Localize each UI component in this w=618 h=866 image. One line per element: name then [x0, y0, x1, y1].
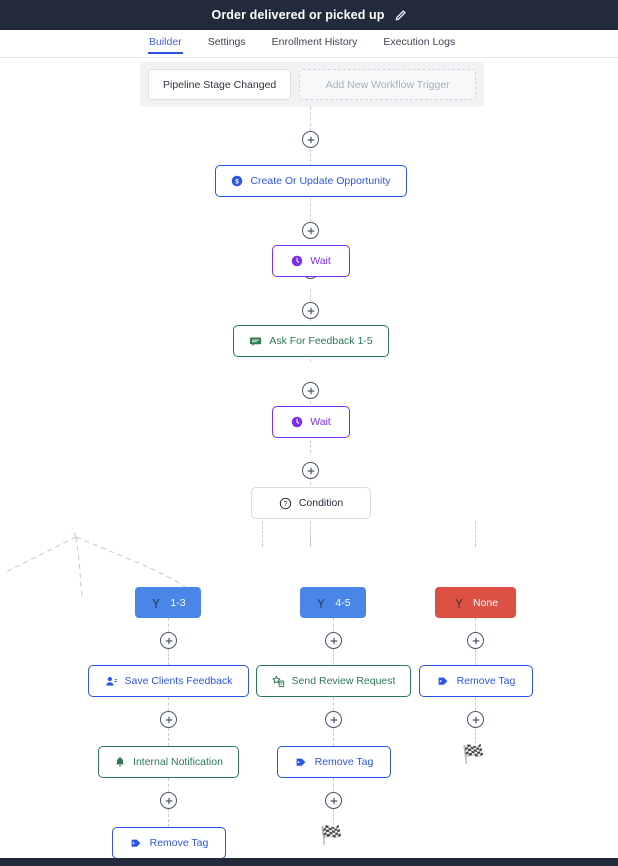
connector-line [333, 728, 334, 746]
node-wait-2[interactable]: Wait [272, 406, 350, 438]
add-step-button[interactable] [302, 222, 319, 239]
branch-icon [150, 597, 162, 609]
chat-bubble-icon [249, 335, 262, 348]
connector-line [310, 521, 311, 547]
workflow-canvas: Pipeline Stage Changed Add New Workflow … [0, 58, 618, 866]
connector-line [168, 778, 169, 792]
add-step-button[interactable] [325, 792, 342, 809]
connector-line [168, 649, 169, 665]
pencil-icon[interactable] [394, 9, 407, 22]
connector-line [310, 430, 311, 453]
tab-bar: Builder Settings Enrollment History Exec… [0, 30, 618, 58]
node-remove-tag-branch1[interactable]: Remove Tag [112, 827, 226, 859]
branch-pill-label: 1-3 [170, 596, 186, 609]
tab-builder[interactable]: Builder [148, 30, 183, 54]
branch-end-flag: 🏁 [462, 744, 485, 764]
branch-icon [453, 597, 465, 609]
bell-icon [114, 756, 126, 768]
node-label: Remove Tag [149, 836, 209, 849]
node-label: Save Clients Feedback [124, 674, 233, 687]
add-step-button[interactable] [160, 711, 177, 728]
connector-line [475, 521, 476, 547]
tab-settings[interactable]: Settings [207, 36, 246, 48]
trigger-pipeline-stage-changed[interactable]: Pipeline Stage Changed [148, 69, 292, 100]
node-create-or-update-opportunity[interactable]: $ Create Or Update Opportunity [215, 165, 407, 197]
connector-line [168, 618, 169, 632]
branch-pill-label: 4-5 [335, 596, 351, 609]
connector-line [168, 697, 169, 711]
add-step-button[interactable] [160, 792, 177, 809]
node-label: Wait [310, 415, 331, 428]
window-title-bar: Order delivered or picked up [0, 0, 618, 30]
node-save-clients-feedback[interactable]: Save Clients Feedback [88, 665, 249, 697]
branch-end-flag: 🏁 [320, 825, 343, 845]
node-label: Wait [310, 254, 331, 267]
connector-line [333, 697, 334, 711]
connector-line [262, 521, 263, 547]
trigger-panel: Pipeline Stage Changed Add New Workflow … [140, 62, 484, 107]
add-step-button[interactable] [325, 632, 342, 649]
footer-bar [0, 858, 618, 866]
node-remove-tag-branch2[interactable]: Remove Tag [277, 746, 391, 778]
tag-icon [295, 756, 308, 769]
branch-pill-1-3[interactable]: 1-3 [135, 587, 201, 618]
tab-execution-logs[interactable]: Execution Logs [383, 36, 456, 48]
node-label: Ask For Feedback 1-5 [269, 334, 373, 347]
node-remove-tag-branch3[interactable]: Remove Tag [419, 665, 533, 697]
connector-line [333, 649, 334, 665]
connector-line [475, 649, 476, 665]
clock-icon [291, 255, 303, 267]
tag-icon [130, 837, 143, 850]
connector-line [168, 809, 169, 827]
add-step-button[interactable] [302, 131, 319, 148]
add-step-button[interactable] [467, 632, 484, 649]
add-step-button[interactable] [160, 632, 177, 649]
connector-line [168, 728, 169, 746]
add-workflow-trigger-button[interactable]: Add New Workflow Trigger [299, 69, 476, 100]
branch-pill-label: None [472, 596, 499, 609]
add-step-button[interactable] [302, 302, 319, 319]
clock-icon [291, 416, 303, 428]
add-step-button[interactable] [302, 462, 319, 479]
connector-line [333, 809, 334, 825]
connector-line [310, 198, 311, 222]
contact-icon [105, 675, 118, 688]
connector-line [333, 618, 334, 632]
branch-pill-4-5[interactable]: 4-5 [300, 587, 366, 618]
node-label: Remove Tag [314, 755, 374, 768]
review-star-icon [271, 675, 285, 688]
add-step-button[interactable] [467, 711, 484, 728]
node-label: Condition [298, 496, 344, 509]
branch-pill-none[interactable]: None [435, 587, 516, 618]
connector-line [475, 618, 476, 632]
node-condition[interactable]: ? Condition [251, 487, 371, 519]
connector-line [475, 697, 476, 711]
node-label: Internal Notification [133, 755, 223, 768]
node-ask-for-feedback[interactable]: Ask For Feedback 1-5 [233, 325, 389, 357]
svg-text:$: $ [236, 179, 240, 186]
tab-enrollment-history[interactable]: Enrollment History [271, 36, 358, 48]
svg-text:?: ? [283, 501, 287, 508]
node-wait-1[interactable]: Wait [272, 245, 350, 277]
add-step-button[interactable] [325, 711, 342, 728]
node-label: Send Review Request [291, 674, 396, 687]
question-circle-icon: ? [279, 497, 292, 510]
connector-line [475, 728, 476, 744]
connector-line [333, 778, 334, 792]
node-send-review-request[interactable]: Send Review Request [256, 665, 411, 697]
dollar-circle-icon: $ [231, 175, 243, 187]
node-internal-notification[interactable]: Internal Notification [98, 746, 239, 778]
branch-icon [315, 597, 327, 609]
tag-icon [437, 675, 450, 688]
node-label: Remove Tag [456, 674, 516, 687]
page-title: Order delivered or picked up [211, 8, 385, 22]
node-label: Create Or Update Opportunity [250, 174, 391, 187]
add-step-button[interactable] [302, 382, 319, 399]
connector-line [310, 107, 311, 131]
